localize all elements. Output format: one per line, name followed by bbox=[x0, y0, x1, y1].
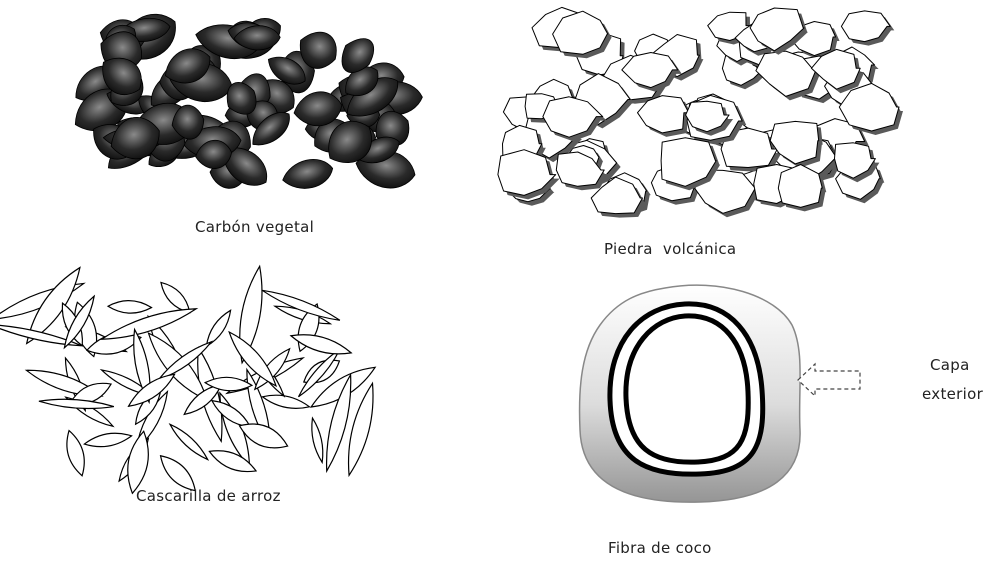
rice-husk-piece bbox=[309, 366, 377, 408]
rice-husk-piece bbox=[25, 266, 81, 345]
volcanic-stone bbox=[777, 164, 823, 208]
charcoal-piece bbox=[345, 66, 379, 96]
rice-husk-piece bbox=[261, 289, 341, 321]
rice-husk-piece bbox=[239, 264, 263, 365]
volcanic-stone bbox=[810, 48, 861, 90]
volcanic-stone bbox=[621, 52, 679, 89]
charcoal-illustration bbox=[74, 13, 423, 189]
rice-husk-piece bbox=[168, 423, 210, 461]
rice-husk-piece bbox=[99, 308, 199, 340]
rice-husk-piece bbox=[127, 430, 149, 495]
rice-husk-label: Cascarilla de arroz bbox=[136, 487, 281, 505]
rice-husk-piece bbox=[228, 330, 278, 388]
charcoal-piece bbox=[222, 147, 268, 186]
rice-husk-piece bbox=[311, 416, 324, 465]
volcanic-stone bbox=[590, 176, 643, 215]
rice-husk-piece bbox=[133, 327, 151, 405]
rice-husk-piece bbox=[66, 429, 85, 477]
charcoal-piece bbox=[171, 104, 205, 140]
rice-husk-piece bbox=[289, 334, 353, 355]
coconut-fiber-illustration bbox=[578, 284, 861, 503]
rice-husk-piece bbox=[38, 398, 115, 410]
charcoal-piece bbox=[293, 91, 343, 127]
volcanic-stone bbox=[637, 95, 690, 134]
coconut-fiber-label: Fibra de coco bbox=[608, 539, 712, 557]
coconut-inner-ring-inner bbox=[623, 313, 751, 465]
rice-husk-piece bbox=[203, 376, 254, 392]
volcanic-stone bbox=[497, 149, 557, 196]
charcoal-piece bbox=[252, 112, 290, 146]
volcanic-stone bbox=[769, 120, 820, 165]
volcanic-stone bbox=[660, 137, 717, 187]
charcoal-piece bbox=[299, 31, 337, 69]
volcanic-stone bbox=[834, 142, 876, 179]
volcanic-stone bbox=[542, 96, 604, 138]
volcanic-stone bbox=[840, 10, 891, 43]
charcoal-piece bbox=[267, 56, 306, 85]
rice-husk-piece bbox=[127, 373, 176, 407]
volcanic-stone bbox=[755, 50, 817, 97]
charcoal-piece bbox=[282, 159, 334, 189]
charcoal-piece bbox=[195, 139, 233, 169]
volcanic-stone-label: Piedra volcánica bbox=[604, 240, 737, 258]
volcanic-stone bbox=[552, 10, 609, 55]
rice-husk-piece bbox=[63, 294, 96, 350]
outer-layer-arrow-icon bbox=[797, 362, 861, 398]
rice-husk-piece bbox=[208, 450, 258, 473]
rice-husk-piece bbox=[325, 372, 352, 474]
charcoal-piece bbox=[341, 38, 374, 73]
volcanic-stone bbox=[838, 82, 900, 132]
rice-husk-illustration bbox=[0, 264, 377, 495]
charcoal-piece bbox=[110, 117, 160, 160]
charcoal-piece bbox=[226, 82, 257, 115]
coconut-callout-line1: Capa bbox=[930, 356, 970, 374]
volcanic-stone bbox=[685, 100, 730, 133]
rice-husk-piece bbox=[238, 423, 289, 449]
coconut-callout-line2: exterior bbox=[922, 385, 984, 403]
charcoal-piece bbox=[328, 121, 372, 163]
volcanic-stone bbox=[749, 7, 805, 52]
rice-husk-piece bbox=[159, 454, 197, 492]
rice-husk-piece bbox=[205, 309, 232, 348]
rice-husk-piece bbox=[106, 300, 153, 314]
volcanic-stone-illustration bbox=[497, 6, 903, 218]
charcoal-piece bbox=[102, 57, 142, 95]
charcoal-piece bbox=[233, 25, 281, 51]
volcanic-stone bbox=[555, 151, 605, 187]
charcoal-piece bbox=[164, 48, 211, 84]
rice-husk-piece bbox=[83, 432, 133, 448]
rice-husk-piece bbox=[347, 381, 374, 478]
charcoal-label: Carbón vegetal bbox=[195, 218, 315, 236]
rice-husk-piece bbox=[156, 340, 214, 381]
rice-husk-piece bbox=[261, 394, 311, 409]
